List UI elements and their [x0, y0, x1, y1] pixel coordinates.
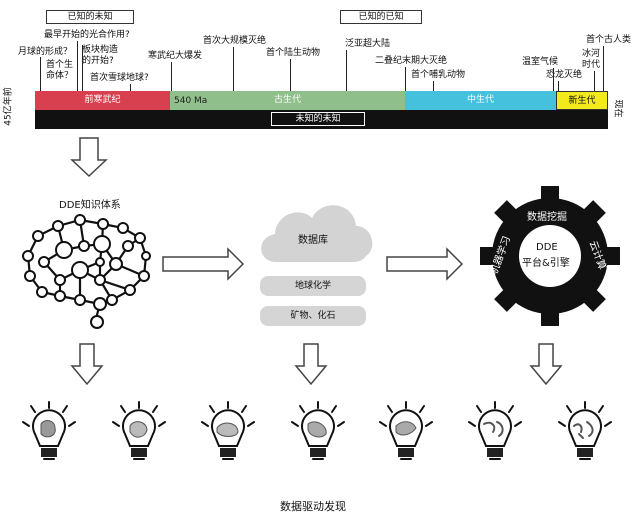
known-known-label: 已知的已知: [340, 10, 422, 24]
brain-title: DDE知识体系: [59, 200, 121, 211]
event-pangea: 泛亚超大陆: [345, 39, 391, 49]
gear-center-line1: DDE: [536, 242, 558, 253]
event-dino: 恐龙灭绝: [546, 70, 583, 80]
tick-greenhouse: [553, 68, 554, 91]
event-human: 首个古人类: [586, 35, 632, 45]
tick-snowball: [130, 84, 131, 91]
tick-moon: [40, 57, 41, 91]
tick-pangea: [346, 50, 347, 91]
gear-icon: [480, 186, 620, 326]
pill-minerals-fossils: 矿物、化石: [260, 306, 366, 326]
lightbulb-row: [22, 401, 612, 460]
tick-land: [290, 59, 291, 91]
event-ice-1: 冰河: [582, 49, 601, 59]
event-plate-1: 板块构造: [82, 45, 119, 55]
event-first-mass-extinction: 首次大规模灭绝: [203, 36, 267, 46]
age-540: 540 Ma: [174, 96, 208, 106]
tick-human: [603, 46, 604, 91]
lightbulb-icon-4: [291, 401, 345, 460]
arrow-down-middle: [294, 343, 328, 386]
tick-plate: [82, 45, 83, 91]
lightbulb-icon-2: [112, 401, 166, 460]
lightbulb-icon-3: [201, 401, 255, 460]
event-cambrian: 寒武纪大爆发: [148, 51, 203, 61]
event-ice-2: 时代: [582, 60, 601, 70]
tick-cambrian: [171, 62, 172, 91]
arrow-right-2: [386, 247, 464, 281]
event-permian: 二叠纪末期大灭绝: [375, 56, 448, 66]
event-greenhouse: 温室气候: [522, 57, 559, 67]
event-plate-2: 的开始?: [82, 56, 114, 66]
event-mammal: 首个哺乳动物: [411, 70, 466, 80]
era-paleozoic: 古生代: [170, 91, 405, 110]
arrow-down-top: [70, 137, 108, 178]
footer-caption: 数据驱动发现: [280, 500, 346, 513]
tick-mass: [233, 47, 234, 91]
lightbulb-icon-5: [379, 401, 433, 460]
event-moon: 月球的形成？: [18, 47, 73, 57]
event-photosynthesis: 最早开始的光合作用?: [44, 30, 130, 40]
unknown-unknown-label: 未知的未知: [271, 112, 365, 126]
lightbulb-icon-7: [558, 401, 612, 460]
brain-network-icon: [22, 214, 151, 329]
event-land-animal: 首个陆生动物: [266, 48, 321, 58]
lightbulb-icon-1: [22, 401, 76, 460]
era-precambrian: 前寒武纪: [35, 91, 170, 110]
event-life-1: 首个生: [46, 60, 74, 70]
tick-permian: [405, 67, 406, 91]
era-mesozoic: 中生代: [405, 91, 556, 110]
event-snowball: 首次雪球地球?: [90, 73, 149, 83]
gear-label-top: 数据挖掘: [527, 212, 567, 223]
cloud-label: 数据库: [298, 235, 328, 246]
event-life-2: 命体？: [46, 71, 74, 81]
cloud-icon: [261, 205, 373, 262]
lightbulb-icon-6: [468, 401, 522, 460]
pill-geochemistry: 地球化学: [260, 276, 366, 296]
gear-center-line2: 平台&引擎: [522, 258, 570, 269]
arrow-down-right: [529, 343, 563, 386]
arrow-down-left: [70, 343, 104, 386]
tick-photosynthesis: [77, 41, 78, 91]
tick-mammal: [433, 81, 434, 91]
known-unknown-label: 已知的未知: [46, 10, 134, 24]
era-cenozoic: 新生代: [556, 91, 608, 110]
tick-dino: [558, 81, 559, 91]
arrow-right-1: [162, 247, 245, 281]
tick-ice: [594, 71, 595, 91]
